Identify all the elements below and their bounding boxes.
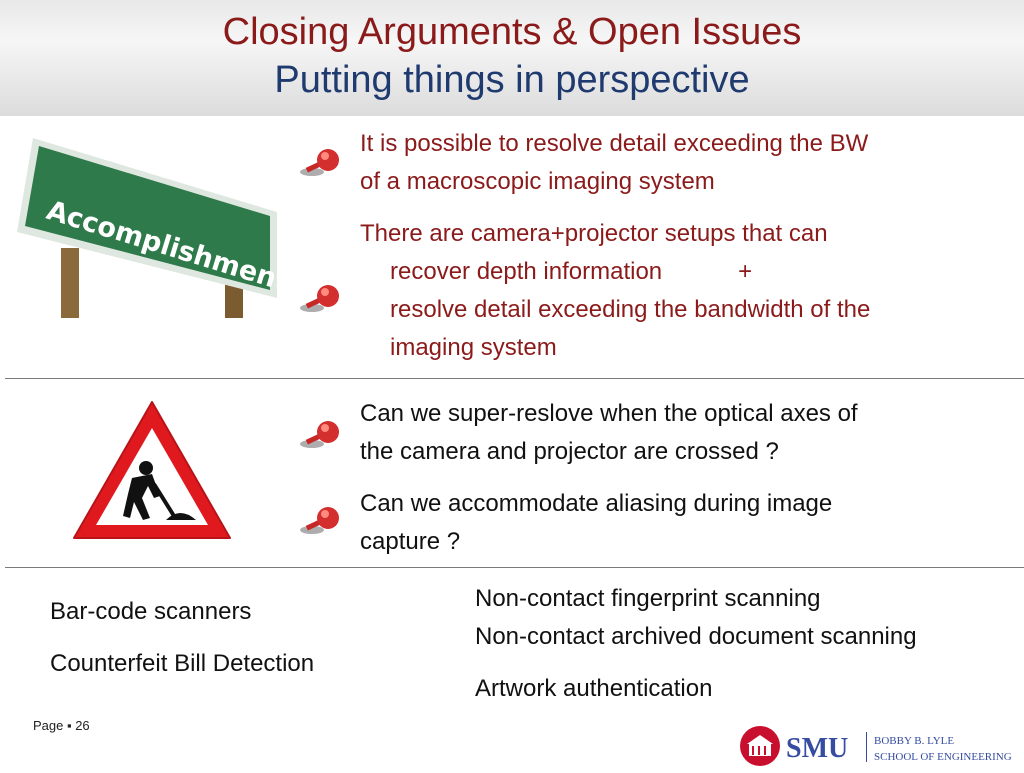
- bullet-line: There are camera+projector setups that c…: [360, 220, 828, 247]
- bullet-line: Can we super-reslove when the optical ax…: [360, 400, 858, 427]
- application-noncontact-group: Non-contact fingerprint scanning Non-con…: [475, 580, 1020, 656]
- plus-sign: +: [738, 258, 753, 285]
- red-pushpin-icon: [298, 146, 346, 182]
- school-name-line1: BOBBY B. LYLE: [874, 735, 954, 747]
- section-divider: [5, 567, 1024, 568]
- bullet-camera-projector-setups: There are camera+projector setups that c…: [360, 215, 1020, 367]
- bullet-resolve-detail: It is possible to resolve detail exceedi…: [360, 125, 1000, 201]
- bullet-line: It is possible to resolve detail exceedi…: [360, 130, 869, 157]
- red-pushpin-icon: [298, 418, 346, 454]
- slide-title: Closing Arguments & Open Issues: [222, 11, 802, 53]
- application-counterfeit: Counterfeit Bill Detection: [50, 650, 315, 677]
- page-number: Page ▪ 26: [33, 718, 90, 733]
- bullet-line-indented: imaging system: [390, 334, 557, 361]
- bullet-line-text: recover depth information: [390, 258, 663, 285]
- bullet-line-indented: recover depth information +: [360, 253, 1020, 291]
- school-name-line2: SCHOOL OF ENGINEERING: [874, 751, 1012, 763]
- red-pushpin-icon: [298, 282, 346, 318]
- smu-seal-icon: [740, 726, 780, 766]
- smu-wordmark: SMU: [786, 733, 848, 764]
- application-barcode: Bar-code scanners: [50, 598, 252, 625]
- bullet-crossed-axes: Can we super-reslove when the optical ax…: [360, 395, 1000, 471]
- red-pushpin-icon: [298, 504, 346, 540]
- bullet-aliasing: Can we accommodate aliasing during image…: [360, 485, 1000, 561]
- men-at-work-warning-sign-image: [70, 398, 235, 544]
- bullet-line: Can we accommodate aliasing during image: [360, 490, 833, 517]
- slide-subtitle: Putting things in perspective: [274, 59, 750, 101]
- slide-header: Closing Arguments & Open Issues Putting …: [0, 0, 1024, 116]
- smu-logo: SMU BOBBY B. LYLE SCHOOL OF ENGINEERING: [738, 724, 1024, 768]
- bullet-line-indented: resolve detail exceeding the bandwidth o…: [390, 296, 871, 323]
- section-divider: [5, 378, 1024, 379]
- application-fingerprint: Non-contact fingerprint scanning: [475, 585, 821, 612]
- accomplishment-sign-image: Accomplishment: [15, 130, 292, 320]
- bullet-line: the camera and projector are crossed ?: [360, 438, 779, 465]
- bullet-line: of a macroscopic imaging system: [360, 168, 715, 195]
- application-document: Non-contact archived document scanning: [475, 623, 917, 650]
- bullet-line: capture ?: [360, 528, 461, 555]
- application-artwork: Artwork authentication: [475, 675, 713, 702]
